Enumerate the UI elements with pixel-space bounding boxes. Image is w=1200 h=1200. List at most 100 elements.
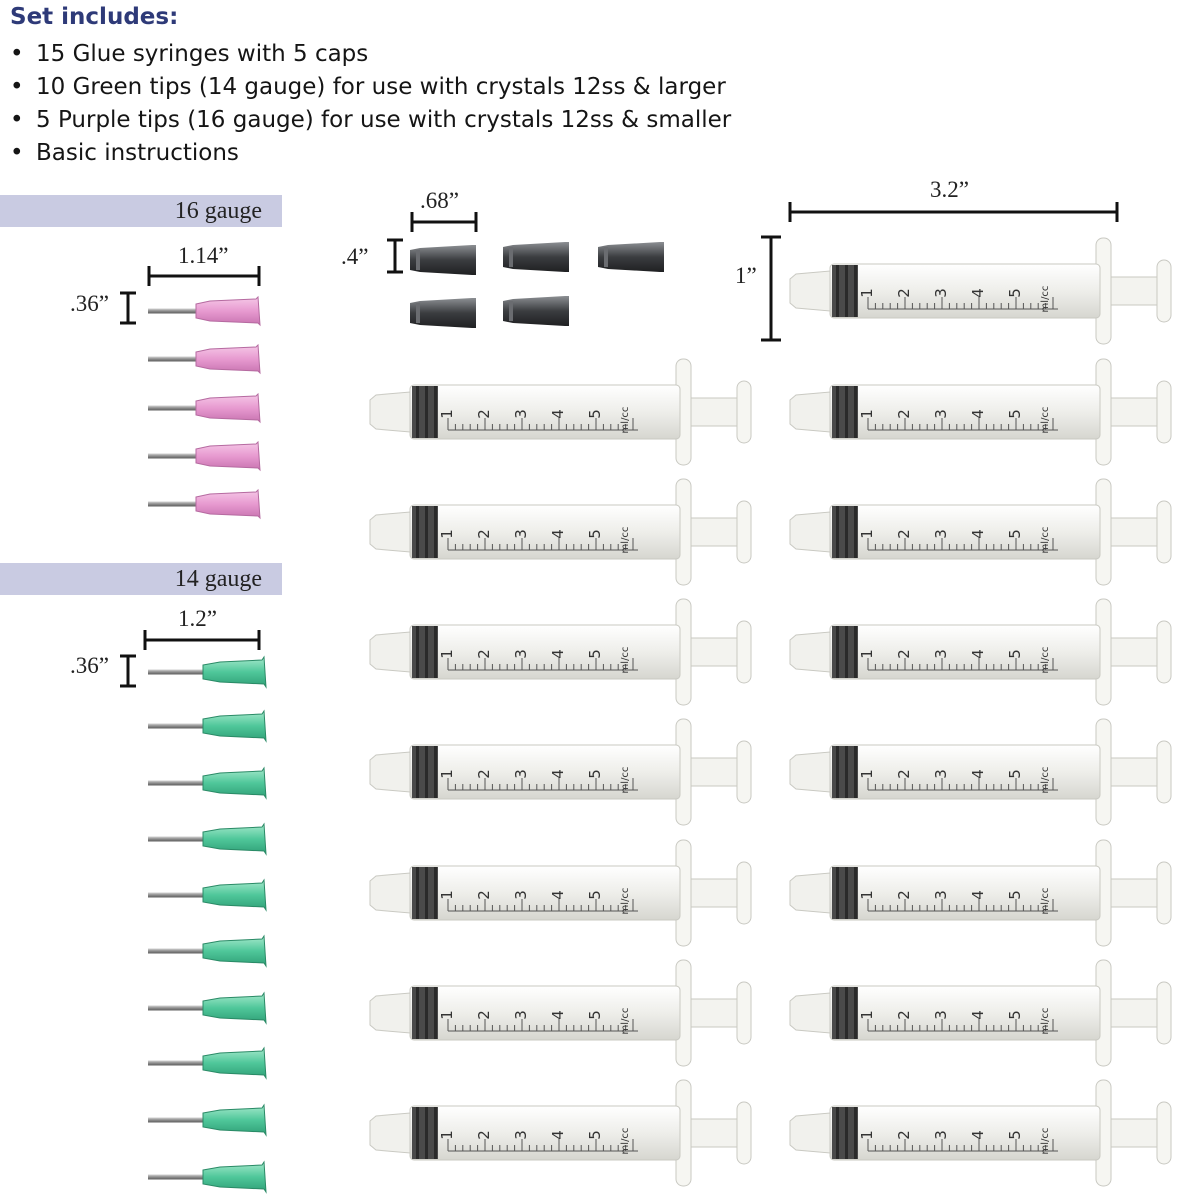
syringe-unit-label: ml/cc [1040, 647, 1051, 674]
green-tip [147, 879, 267, 911]
syringe-scale-number: 1 [438, 769, 456, 779]
tip16-dimension-lines [120, 266, 261, 325]
purple-tip [147, 296, 261, 326]
syringe-scale-number: 4 [969, 1010, 987, 1020]
syringe-scale-number: 3 [932, 769, 950, 779]
gauge-16-label: 16 gauge [0, 195, 282, 227]
syringe-scale-number: 4 [969, 409, 987, 419]
syringe-scale-number: 3 [932, 1130, 950, 1140]
syringe-scale-number: 2 [895, 409, 913, 419]
purple-tip [147, 393, 261, 423]
syringe-scale-number: 3 [512, 769, 530, 779]
syringe-scale-number: 1 [438, 529, 456, 539]
tip16-height-label: .36” [70, 291, 109, 316]
syringe-scale-number: 4 [549, 890, 567, 900]
syringe-scale-number: 5 [586, 409, 604, 419]
syringe-scale-number: 3 [512, 649, 530, 659]
syringe-scale-number: 1 [858, 769, 876, 779]
syringe-scale-number: 4 [549, 1130, 567, 1140]
green-tip [147, 823, 267, 855]
syringe-scale-number: 4 [549, 409, 567, 419]
syringe-unit-label: ml/cc [1040, 286, 1051, 313]
green-tips-group [147, 656, 267, 1193]
glue-syringe: 1 2 3 4 5 ml/cc [789, 358, 1172, 466]
syringe-cap [503, 242, 569, 272]
syringe-scale-number: 2 [895, 649, 913, 659]
syringe-scale-number: 2 [895, 1130, 913, 1140]
syringe-scale-number: 1 [438, 890, 456, 900]
syringe-scale-number: 4 [969, 769, 987, 779]
syringe-scale-number: 3 [512, 1130, 530, 1140]
syringe-unit-label: ml/cc [1040, 407, 1051, 434]
syringe-scale-number: 3 [932, 649, 950, 659]
syringe-scale-number: 4 [969, 529, 987, 539]
green-tip [147, 935, 267, 967]
syringe-scale-number: 5 [586, 529, 604, 539]
list-item: •5 Purple tips (16 gauge) for use with c… [10, 107, 732, 133]
syringe-unit-label: ml/cc [620, 888, 631, 915]
syringe-scale-number: 3 [512, 1010, 530, 1020]
syringe-scale-number: 3 [932, 409, 950, 419]
list-item: •15 Glue syringes with 5 caps [10, 41, 369, 67]
syringe-scale-number: 2 [895, 769, 913, 779]
green-tip [147, 1104, 267, 1136]
syringe-scale-number: 1 [858, 890, 876, 900]
syringe-scale-number: 5 [1006, 409, 1024, 419]
syringe-dimension-lines [761, 202, 1119, 342]
syringe-length-label: 3.2” [930, 177, 969, 202]
syringe-scale-number: 1 [438, 409, 456, 419]
syringe-unit-label: ml/cc [620, 407, 631, 434]
syringe-scale-number: 4 [969, 1130, 987, 1140]
syringe-scale-number: 4 [549, 1010, 567, 1020]
purple-tip [147, 441, 261, 471]
syringe-scale-number: 2 [475, 1130, 493, 1140]
syringe-scale-number: 2 [895, 1010, 913, 1020]
syringe-cap [410, 298, 476, 328]
syringe-scale-number: 3 [932, 890, 950, 900]
syringe-scale-number: 1 [858, 649, 876, 659]
syringe-scale-number: 5 [586, 890, 604, 900]
syringe-scale-number: 5 [1006, 890, 1024, 900]
purple-tips-group [147, 296, 261, 519]
syringe-scale-number: 5 [1006, 529, 1024, 539]
cap-height-label: .4” [341, 244, 369, 269]
syringe-scale-number: 1 [858, 409, 876, 419]
syringe-scale-number: 4 [969, 288, 987, 298]
syringe-scale-number: 2 [475, 529, 493, 539]
syringe-scale-number: 2 [475, 1010, 493, 1020]
tip14-dimension-lines [120, 630, 261, 688]
syringe-unit-label: ml/cc [1040, 888, 1051, 915]
syringe-scale-number: 1 [438, 649, 456, 659]
syringe-scale-number: 5 [1006, 1010, 1024, 1020]
syringe-scale-number: 3 [932, 1010, 950, 1020]
green-tip [147, 710, 267, 742]
syringe-scale-number: 5 [1006, 1130, 1024, 1140]
syringes-group: 1 2 3 4 5 ml/cc 1 2 3 4 5 ml/cc 1 2 3 4 5 ml/cc 1 2 3 4 5 ml/cc… [369, 237, 1172, 1187]
gauge-14-label: 14 gauge [0, 563, 282, 595]
syringe-scale-number: 2 [895, 288, 913, 298]
syringe-unit-label: ml/cc [620, 767, 631, 794]
syringe-scale-number: 3 [512, 890, 530, 900]
green-tip [147, 1161, 267, 1193]
syringe-scale-number: 2 [475, 649, 493, 659]
syringe-scale-number: 1 [858, 1010, 876, 1020]
syringe-cap [503, 296, 569, 326]
caps-group [410, 242, 664, 328]
syringe-scale-number: 3 [512, 409, 530, 419]
syringe-scale-number: 5 [586, 1010, 604, 1020]
green-tip [147, 1047, 267, 1079]
set-includes-heading: Set includes: [10, 4, 179, 30]
syringe-scale-number: 4 [549, 529, 567, 539]
purple-tip [147, 344, 261, 374]
syringe-scale-number: 5 [1006, 649, 1024, 659]
syringe-scale-number: 2 [895, 890, 913, 900]
syringe-scale-number: 4 [549, 649, 567, 659]
